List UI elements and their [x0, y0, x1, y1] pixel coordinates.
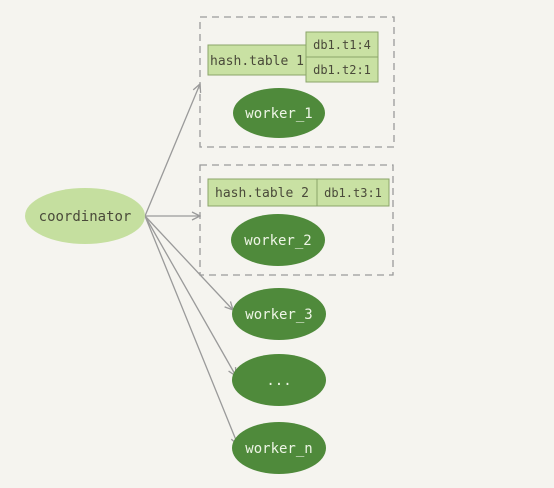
hash-table-2-entry-1	[316, 178, 390, 207]
worker-n-label: worker_n	[245, 441, 312, 457]
hash-table-1-entry-2-label: db1.t2:1	[313, 63, 371, 77]
arrows	[144, 84, 238, 445]
worker-1-node	[233, 88, 325, 138]
arrow-to-group1	[144, 84, 200, 217]
hash-table-1-label: hash.table 1	[210, 54, 304, 69]
group2-dashed-box	[199, 164, 394, 276]
hash-table-1-entry-1-label: db1.t1:4	[313, 38, 371, 52]
coordinator-node	[25, 188, 145, 244]
arrow-to-worker-3	[144, 215, 233, 310]
group1-dashed-box	[199, 16, 395, 148]
hash-table-1	[207, 44, 307, 76]
worker-dots-node	[232, 354, 326, 406]
worker-3-node	[232, 288, 326, 340]
hash-table-1-entry-2	[305, 56, 379, 83]
worker-1-label: worker_1	[245, 106, 312, 122]
worker-n-node	[232, 422, 326, 474]
hash-table-2-label: hash.table 2	[215, 186, 309, 201]
coordinator-label: coordinator	[39, 209, 132, 225]
worker-2-label: worker_2	[244, 233, 311, 249]
arrow-to-worker-dots	[144, 215, 236, 376]
worker-3-label: worker_3	[245, 307, 312, 323]
worker-2-node	[231, 214, 325, 266]
arrow-to-worker-n	[144, 215, 238, 445]
worker-dots-label: ...	[266, 373, 291, 389]
hash-table-1-entry-1	[305, 31, 379, 58]
hash-table-2-entry-1-label: db1.t3:1	[324, 186, 382, 200]
